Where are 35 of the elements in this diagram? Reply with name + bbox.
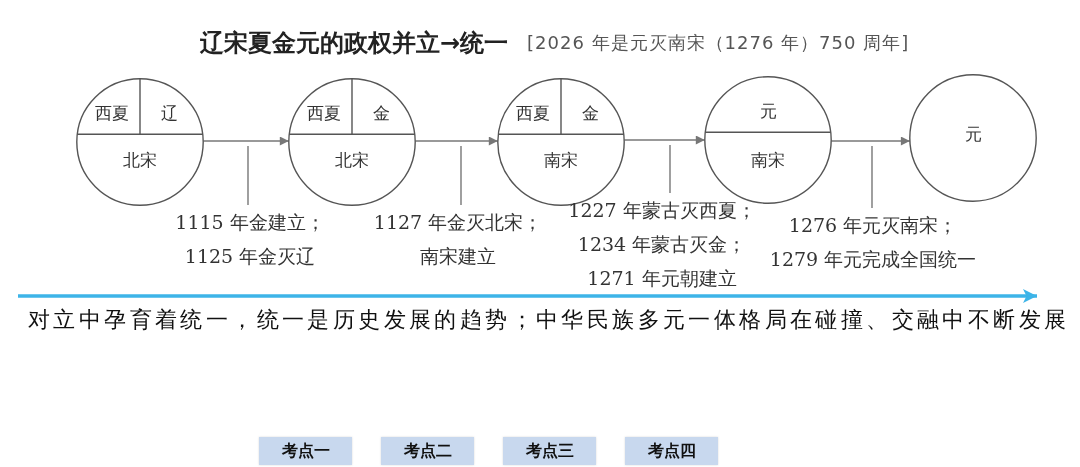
leader-line — [871, 145, 873, 209]
leader-line — [247, 145, 249, 206]
subtitle-note: [2026 年是元灭南宋（1276 年）750 周年] — [527, 31, 910, 55]
tab-button: 考点二 — [381, 437, 474, 465]
state-name: 金 — [372, 102, 390, 123]
event-note: 1127 年金灭北宋； 南宋建立 — [373, 205, 543, 273]
state-name: 西夏 — [306, 102, 341, 123]
tab-button: 考点一 — [259, 437, 352, 465]
event-note: 1276 年元灭南宋； 1279 年元完成全国统一 — [769, 208, 977, 276]
state-circle — [288, 78, 416, 206]
title: 辽宋夏金元的政权并立→统一 — [200, 28, 509, 59]
state-name: 西夏 — [94, 102, 129, 123]
leader-line — [460, 145, 462, 206]
state-circle — [909, 74, 1037, 202]
state-name: 北宋 — [123, 149, 157, 171]
arrow — [623, 135, 706, 145]
state-name: 西夏 — [515, 102, 550, 123]
state-name: 元 — [759, 100, 777, 121]
event-note: 1115 年金建立； 1125 年金灭辽 — [175, 205, 325, 273]
arrow — [414, 136, 499, 146]
summary-text: 对立中孕育着统一，统一是历史发展的趋势；中华民族多元一体格局在碰撞、交融中不断发展 — [28, 306, 1070, 334]
arrow — [202, 136, 290, 146]
state-name: 元 — [964, 123, 982, 145]
state-name: 金 — [581, 102, 599, 123]
state-name: 南宋 — [544, 149, 578, 171]
state-circle — [704, 76, 832, 204]
arrow — [830, 136, 911, 146]
tab-button: 考点四 — [625, 437, 718, 465]
state-name: 辽 — [160, 102, 178, 123]
tab-button: 考点三 — [503, 437, 596, 465]
state-name: 南宋 — [751, 150, 785, 171]
state-name: 北宋 — [335, 149, 369, 171]
leader-line — [669, 144, 671, 194]
state-circle — [76, 78, 204, 206]
event-note: 1227 年蒙古灭西夏； 1234 年蒙古灭金； 1271 年元朝建立 — [568, 193, 756, 295]
